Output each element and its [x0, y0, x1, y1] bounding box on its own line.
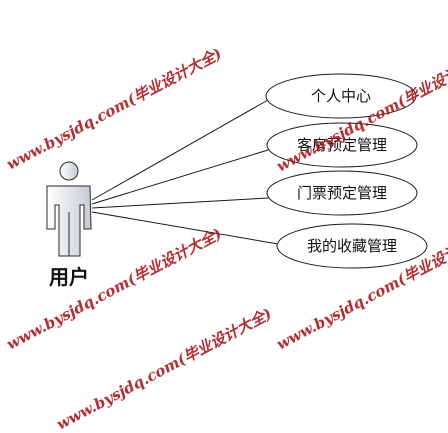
use-case-room-booking[interactable]: 客房预定管理	[266, 122, 418, 168]
use-case-ticket-booking[interactable]: 门票预定管理	[266, 170, 418, 216]
use-case-ellipse	[266, 122, 418, 168]
watermark-text: www.bysjdq.com(毕业设计大全)	[3, 225, 224, 354]
actor-figure	[46, 161, 92, 257]
use-case-label: 客房预定管理	[297, 136, 387, 154]
actor-head	[59, 161, 79, 181]
watermark-text: www.bysjdq.com(毕业设计大全)	[3, 45, 224, 174]
association-line-favorites	[91, 211, 279, 245]
use-case-personal-center[interactable]: 个人中心	[265, 73, 417, 119]
use-case-label: 个人中心	[311, 87, 371, 105]
association-line-personal-center	[91, 99, 269, 201]
association-lines	[91, 99, 279, 245]
watermark-text: www.bysjdq.com(毕业设计大全)	[53, 305, 274, 433]
use-case-ellipse	[276, 223, 428, 269]
actor-label: 用户	[49, 265, 89, 289]
association-line-room-booking	[91, 149, 269, 205]
use-case-ellipse	[265, 73, 417, 119]
use-case-label: 我的收藏管理	[307, 237, 397, 255]
association-line-ticket-booking	[91, 197, 269, 209]
use-case-label: 门票预定管理	[297, 184, 387, 202]
use-case-favorites[interactable]: 我的收藏管理	[276, 223, 428, 269]
use-case-ellipse	[266, 170, 418, 216]
